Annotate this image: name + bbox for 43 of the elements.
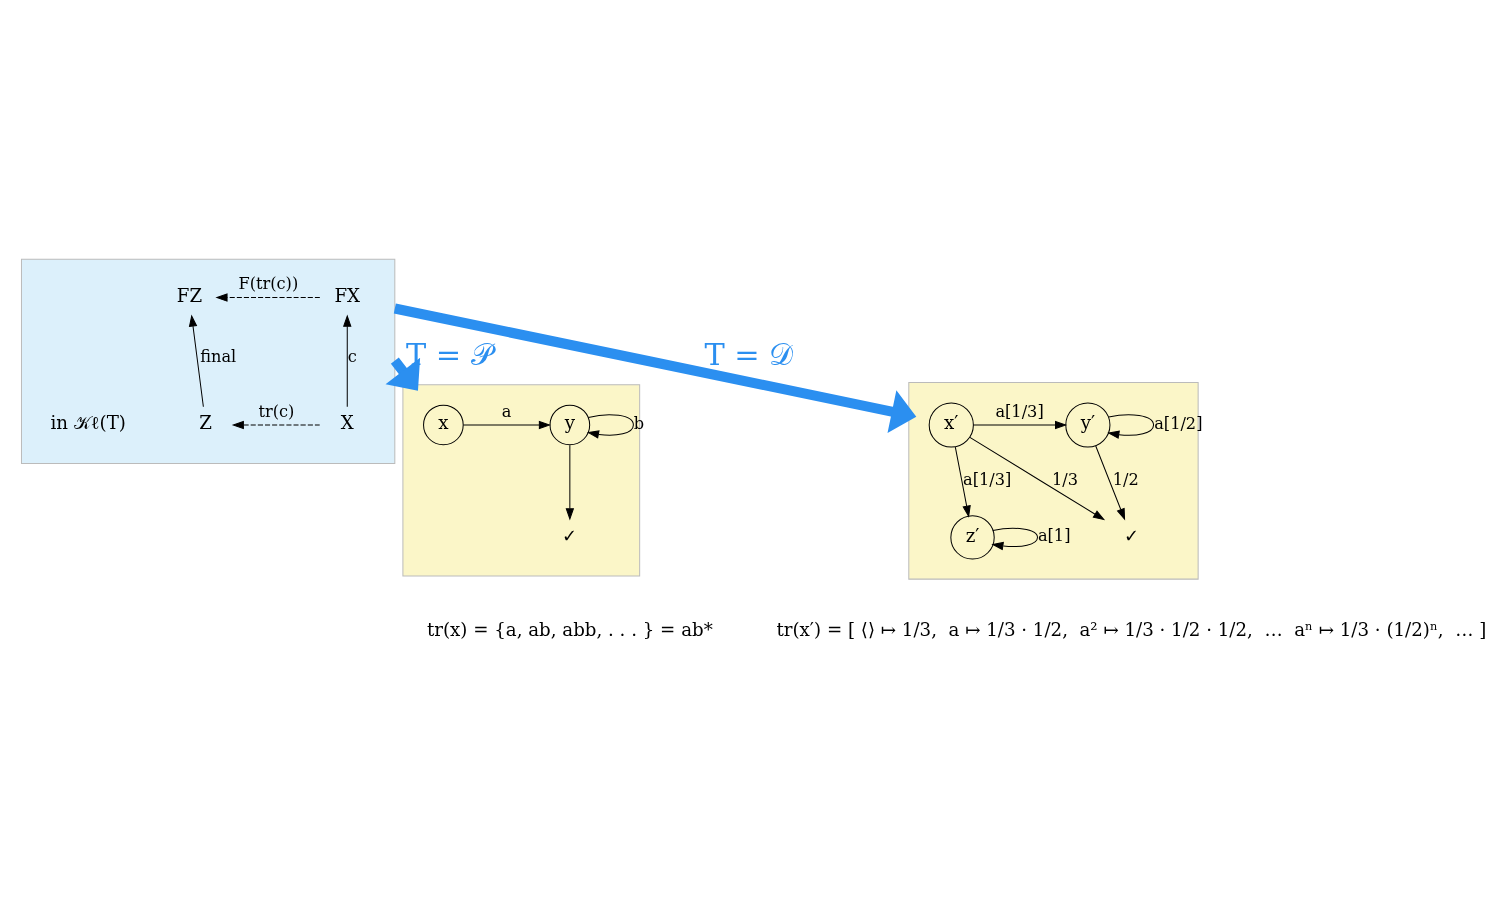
node-circle: x [423, 404, 464, 445]
arrow [188, 314, 204, 407]
edge-label: tr(c) [258, 401, 295, 421]
label: tr(x) = {a, ab, abb, . . . } = ab* [426, 618, 713, 640]
node-circle: y′ [1065, 401, 1111, 448]
arrow [1107, 413, 1155, 439]
label: in 𝒦ℓ(T) [50, 411, 126, 433]
arrow [954, 446, 971, 518]
arrow [973, 420, 1068, 429]
node-circle: z′ [950, 514, 995, 560]
edge-label: T = 𝒟 [704, 336, 794, 372]
edge-label: 1/2 [1112, 469, 1139, 489]
cluster [20, 258, 396, 464]
arrow [1095, 445, 1126, 521]
node-text: FZ [176, 284, 203, 306]
edge-label: a[1/2] [1154, 413, 1203, 433]
arrow [991, 527, 1038, 550]
arrow [565, 444, 575, 520]
label: tr(x′) = [ ⟨⟩ ↦ 1/3, a ↦ 1/3 · 1/2, a² ↦ 1/3 · 1/2 · 1/2, … aⁿ ↦ 1/3 · (1/2)ⁿ, … ] [776, 618, 1487, 640]
arrow [385, 357, 421, 391]
edge-label: a[1/3] [963, 469, 1012, 489]
node-circle: y [549, 404, 591, 445]
node-text: ✓ [562, 524, 578, 546]
edge-label: final [200, 346, 237, 366]
edge-label: a [501, 401, 512, 421]
arrow [586, 413, 634, 439]
node-text: X [340, 411, 354, 433]
node-text: Z [199, 411, 212, 433]
edge-label: F(tr(c)) [238, 273, 299, 293]
edge-label: a[1] [1037, 525, 1071, 545]
edge-label: b [633, 413, 645, 433]
edge-label: a[1/3] [995, 401, 1044, 421]
node-circle: x′ [928, 401, 974, 448]
arrow [231, 420, 321, 429]
arrow [215, 292, 321, 302]
arrow [393, 303, 917, 433]
edge-label: 1/3 [1052, 469, 1079, 489]
arrow [343, 314, 352, 407]
node-text: FX [334, 284, 361, 306]
node-text: ✓ [1123, 524, 1139, 546]
edge-label: c [347, 346, 357, 366]
arrow [969, 436, 1106, 520]
arrow [462, 420, 551, 429]
